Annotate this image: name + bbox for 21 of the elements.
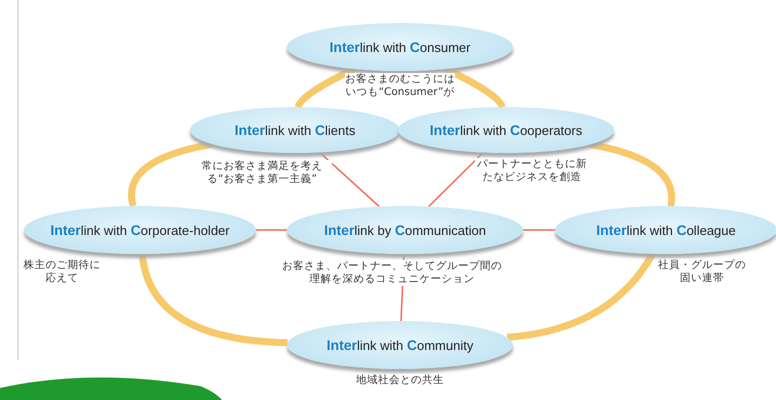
curved-band — [138, 253, 288, 346]
curved-band — [506, 252, 656, 341]
curved-band — [128, 140, 213, 207]
node-label: Interlink with Corporate-holder — [50, 222, 230, 238]
node-label: お客さまのむこうにはいつも“Consumer”が — [345, 73, 455, 99]
connector-line — [256, 229, 287, 231]
node-label: 社員・グループの固い連帯 — [657, 259, 747, 285]
node-label: Interlink with Colleague — [596, 222, 736, 238]
node-label: Interlink with Consumer — [330, 39, 470, 55]
curved-band — [294, 66, 356, 108]
node-label: Interlink by Communication — [324, 222, 486, 238]
connector-line — [523, 229, 555, 231]
node-label: Interlink with Clients — [234, 122, 356, 138]
connector-line — [319, 152, 380, 208]
node-label: Interlink with Community — [326, 337, 474, 353]
node-label: 株主のご期待に応えて — [22, 259, 102, 285]
connector-line — [428, 152, 484, 208]
node-label: Interlink with Cooperators — [430, 122, 582, 138]
curved-band — [444, 66, 506, 108]
oval — [555, 206, 776, 254]
node-label: パートナーとともに新たなビジネスを創造 — [475, 158, 589, 184]
